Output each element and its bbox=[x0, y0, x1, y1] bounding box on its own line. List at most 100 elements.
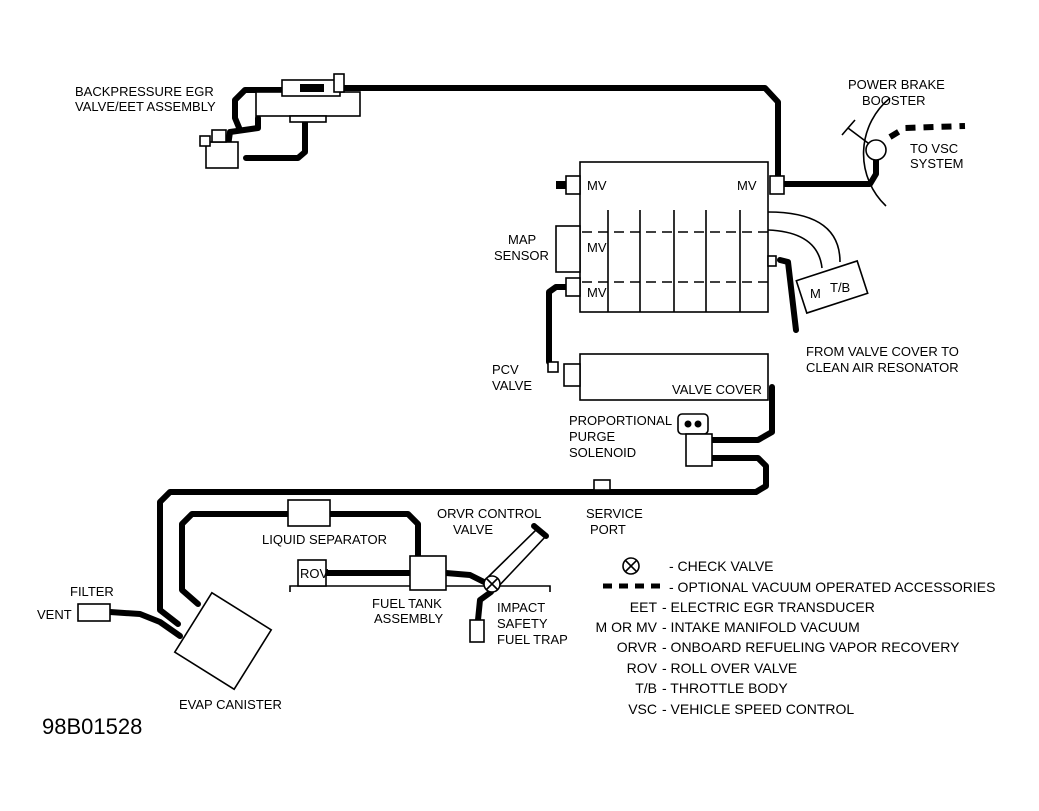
solenoid-body bbox=[685, 433, 713, 467]
fuel-tank-assembly bbox=[289, 523, 551, 643]
air-duct bbox=[767, 211, 841, 269]
eet-cap bbox=[211, 129, 227, 143]
label-orvr-valve: VALVE bbox=[453, 522, 493, 537]
label-from-valve-cover: FROM VALVE COVER TO bbox=[806, 344, 959, 359]
label-valve-cover: VALVE COVER bbox=[672, 382, 762, 397]
label-assembly: ASSEMBLY bbox=[374, 611, 443, 626]
power-brake-booster bbox=[769, 97, 891, 207]
label-sensor: SENSOR bbox=[494, 248, 549, 263]
evap-canister bbox=[77, 591, 273, 691]
legend-text-optional: - OPTIONAL VACUUM OPERATED ACCESSORIES bbox=[669, 579, 995, 595]
label-map: MAP bbox=[508, 232, 536, 247]
legend-text-rov: - ROLL OVER VALVE bbox=[662, 660, 797, 676]
legend-key-vsc: VSC bbox=[628, 701, 657, 717]
hose-orvr-to-trap bbox=[475, 589, 494, 623]
manifold-tb-port bbox=[767, 255, 777, 267]
label-clean-air-resonator: CLEAN AIR RESONATOR bbox=[806, 360, 959, 375]
label-impact: IMPACT bbox=[497, 600, 545, 615]
mv-fitting-right bbox=[769, 175, 785, 195]
legend-text-check-valve: - CHECK VALVE bbox=[669, 558, 774, 574]
label-system: SYSTEM bbox=[910, 156, 963, 171]
map-sensor bbox=[555, 225, 581, 273]
eet-transducer bbox=[205, 141, 239, 169]
throttle-body bbox=[795, 259, 869, 315]
hose-vent-filter bbox=[107, 609, 183, 639]
egr-valve-base bbox=[289, 115, 327, 123]
legend-symbols bbox=[603, 557, 662, 589]
booster-check-valve bbox=[865, 139, 887, 161]
label-backpressure-egr: BACKPRESSURE EGR bbox=[75, 84, 214, 99]
solenoid-connector bbox=[677, 413, 709, 435]
hose-pcv bbox=[546, 284, 569, 365]
hose-brake-booster bbox=[782, 157, 879, 187]
purge-solenoid bbox=[677, 413, 713, 467]
vacuum-hoses bbox=[107, 85, 966, 639]
intake-manifold bbox=[555, 161, 869, 315]
eet-connector bbox=[199, 135, 211, 147]
rov-box bbox=[297, 559, 327, 587]
label-to-vsc: TO VSC bbox=[910, 141, 958, 156]
egr-valve-port bbox=[333, 73, 345, 93]
pcv-valve bbox=[563, 363, 581, 387]
label-mv-top-right: MV bbox=[737, 178, 757, 193]
hose-egr-to-manifold bbox=[337, 85, 781, 179]
hose-tank-to-orvr bbox=[443, 570, 487, 585]
booster-outline bbox=[862, 97, 891, 207]
label-tb: T/B bbox=[830, 280, 850, 295]
legend: - CHECK VALVE - OPTIONAL VACUUM OPERATED… bbox=[596, 558, 996, 717]
hose-egr-left bbox=[232, 87, 291, 133]
hose-purge-to-canister bbox=[157, 455, 769, 627]
hose-egr-to-eet-b bbox=[243, 113, 308, 161]
legend-text-tb: - THROTTLE BODY bbox=[662, 680, 788, 696]
egr-valve-slot bbox=[300, 84, 324, 92]
label-mv-middle: MV bbox=[587, 240, 607, 255]
label-valve-eet-assembly: VALVE/EET ASSEMBLY bbox=[75, 99, 216, 114]
legend-text-vsc: - VEHICLE SPEED CONTROL bbox=[662, 701, 854, 717]
label-port: PORT bbox=[590, 522, 626, 537]
label-service: SERVICE bbox=[586, 506, 643, 521]
backpressure-egr-assembly bbox=[199, 73, 361, 169]
label-valve: VALVE bbox=[492, 378, 532, 393]
label-liquid-separator: LIQUID SEPARATOR bbox=[262, 532, 387, 547]
fuel-tank-valve bbox=[409, 555, 447, 591]
label-m: M bbox=[810, 286, 821, 301]
impact-safety-fuel-trap bbox=[469, 619, 485, 643]
legend-text-orvr: - ONBOARD REFUELING VAPOR RECOVERY bbox=[662, 639, 960, 655]
legend-text-eet: - ELECTRIC EGR TRANSDUCER bbox=[662, 599, 875, 615]
legend-key-rov: ROV bbox=[627, 660, 658, 676]
legend-key-eet: EET bbox=[630, 599, 658, 615]
label-rov: ROV bbox=[300, 566, 329, 581]
hose-separator-right bbox=[327, 511, 421, 559]
label-solenoid: SOLENOID bbox=[569, 445, 636, 460]
hose-optional-vsc bbox=[888, 123, 966, 140]
vent-filter bbox=[77, 603, 111, 622]
legend-key-tb: T/B bbox=[635, 680, 657, 696]
label-vent: VENT bbox=[37, 607, 72, 622]
mv-fitting-top-left bbox=[565, 175, 581, 195]
hose-throttle-body bbox=[777, 257, 799, 333]
label-fuel-tank: FUEL TANK bbox=[372, 596, 442, 611]
label-purge: PURGE bbox=[569, 429, 616, 444]
label-mv-bottom: MV bbox=[587, 285, 607, 300]
valve-cover bbox=[547, 353, 769, 401]
label-safety: SAFETY bbox=[497, 616, 548, 631]
legend-key-mv: M OR MV bbox=[596, 619, 658, 635]
label-proportional: PROPORTIONAL bbox=[569, 413, 672, 428]
valve-cover-body bbox=[579, 353, 769, 401]
figure-id: 98B01528 bbox=[42, 714, 142, 739]
legend-text-mv: - INTAKE MANIFOLD VACUUM bbox=[662, 619, 860, 635]
label-pcv: PCV bbox=[492, 362, 519, 377]
hose-separator-left bbox=[179, 511, 291, 607]
label-evap-canister: EVAP CANISTER bbox=[179, 697, 282, 712]
label-mv-top-left: MV bbox=[587, 178, 607, 193]
mv-fitting-bottom-left bbox=[565, 277, 581, 297]
label-booster: BOOSTER bbox=[862, 93, 926, 108]
legend-key-orvr: ORVR bbox=[617, 639, 657, 655]
label-fuel-trap: FUEL TRAP bbox=[497, 632, 568, 647]
evap-canister-body bbox=[173, 591, 273, 691]
hose-egr-to-eet-a bbox=[225, 115, 261, 149]
labels: BACKPRESSURE EGR VALVE/EET ASSEMBLY POWE… bbox=[37, 77, 963, 739]
liquid-separator bbox=[287, 499, 331, 527]
label-filter: FILTER bbox=[70, 584, 114, 599]
